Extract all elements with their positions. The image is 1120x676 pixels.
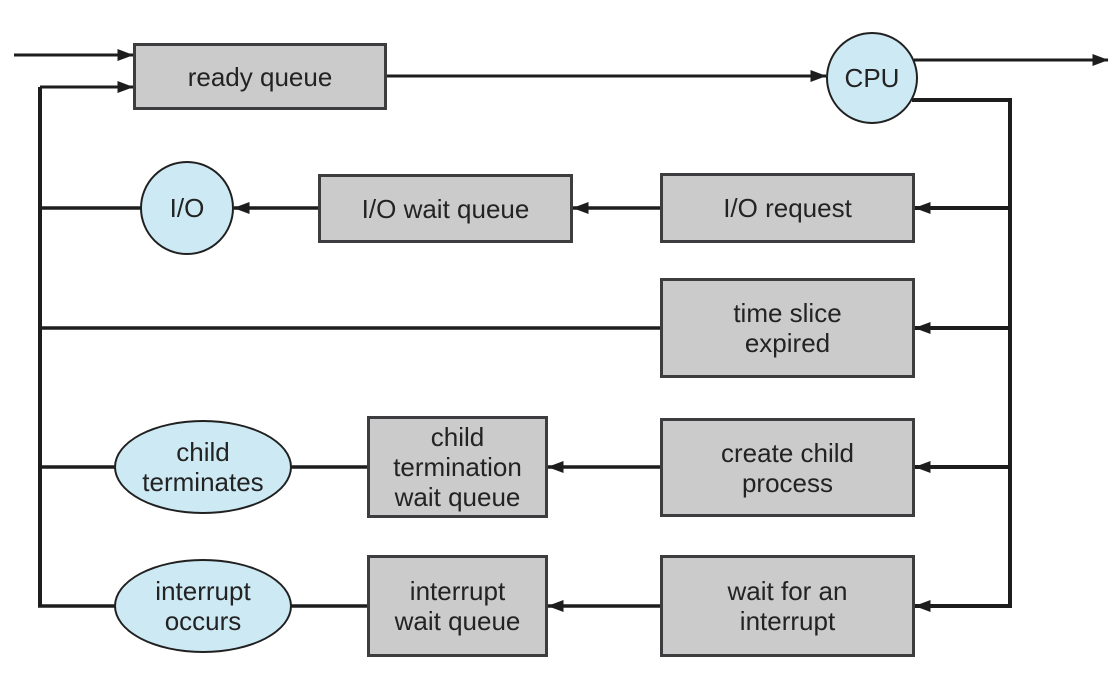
interrupt-wait-queue-box: interrupt wait queue [367,555,548,657]
child-termination-wait-queue-box: child termination wait queue [367,416,548,518]
io-request-box: I/O request [660,173,915,243]
ready-queue-box: ready queue [133,43,387,110]
io-wait-queue-box: I/O wait queue [318,174,573,243]
interrupt-occurs-ellipse: interrupt occurs [114,559,292,653]
io-circle: I/O [140,161,234,255]
cpu-circle: CPU [826,32,918,124]
wait-for-an-interrupt-box: wait for an interrupt [660,555,915,657]
child-terminates-ellipse: child terminates [114,420,292,514]
create-child-process-box: create child process [660,418,915,517]
cpu-return-spine-arrow [912,98,1012,612]
time-slice-expired-box: time slice expired [660,278,915,378]
